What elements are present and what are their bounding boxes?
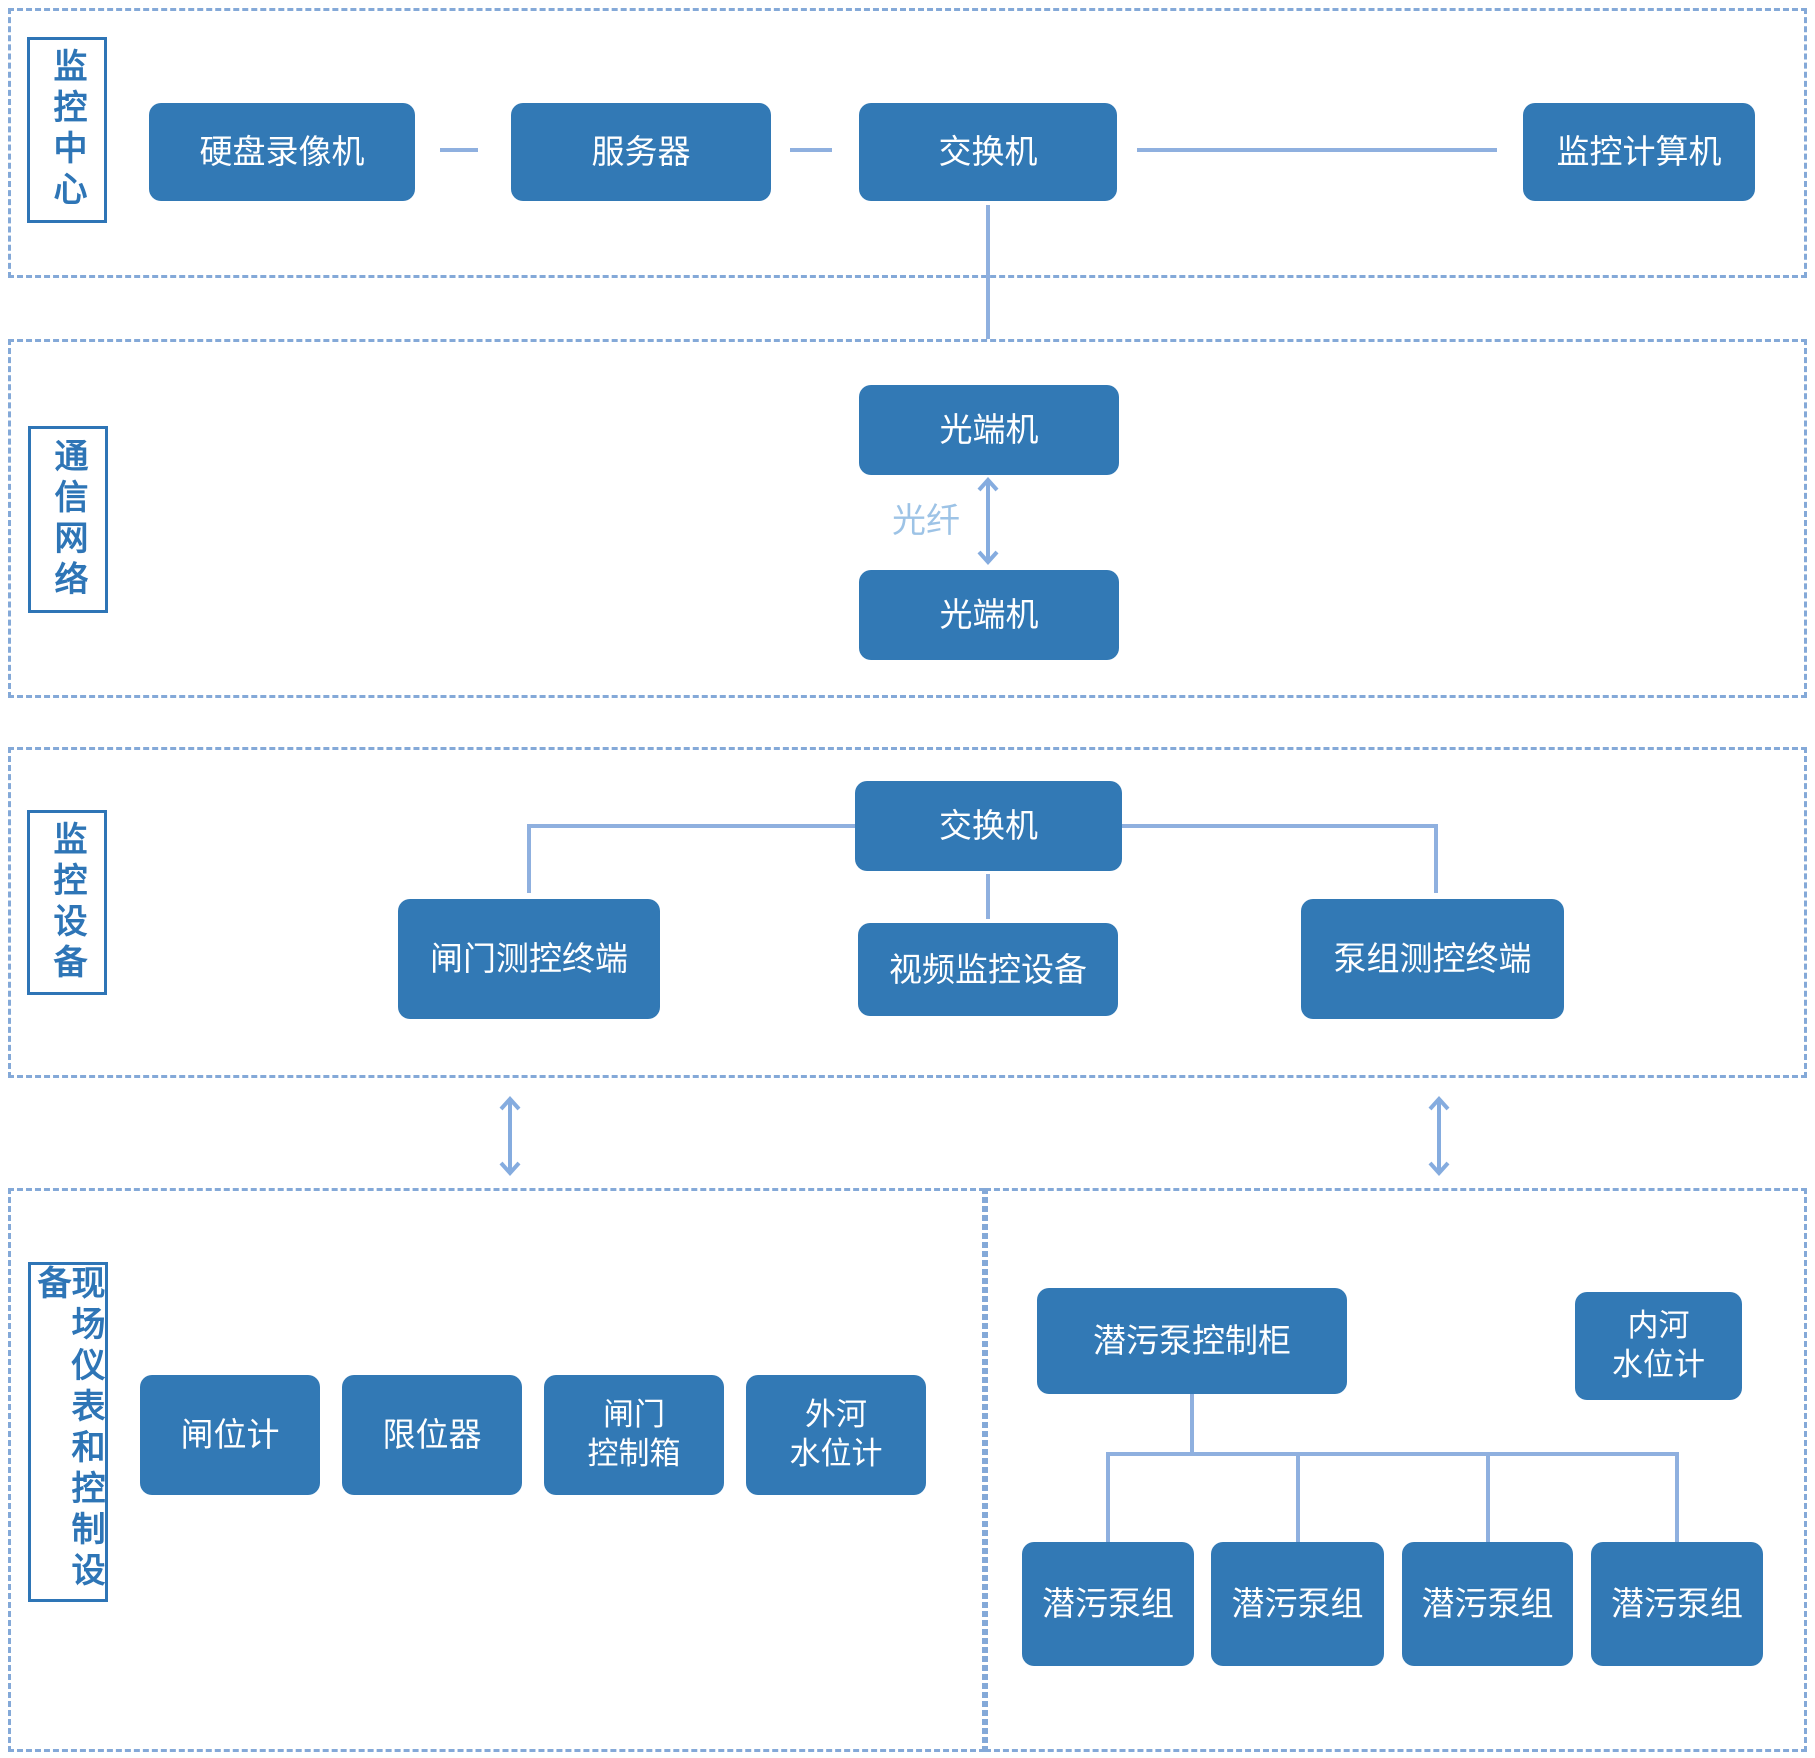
node-outer-river-gauge: 外河 水位计 [746, 1375, 926, 1495]
connector-switch-down [986, 205, 990, 339]
node-pump-cabinet: 潜污泵控制柜 [1037, 1288, 1347, 1394]
node-pump-group-4: 潜污泵组 [1591, 1542, 1763, 1666]
section-label-text: 通信网络 [49, 437, 87, 602]
section-field-devices-left [8, 1188, 985, 1752]
connector-switch-computer [1137, 148, 1497, 152]
node-inner-river-gauge: 内河 水位计 [1575, 1292, 1742, 1400]
node-pump-group-2: 潜污泵组 [1211, 1542, 1384, 1666]
section-field-devices-right [985, 1188, 1807, 1752]
double-arrow-icon [1428, 1096, 1450, 1176]
connector-pump-stub-4 [1675, 1452, 1679, 1542]
section-label-field-devices: 现场仪表和控制设备 [28, 1262, 108, 1602]
node-pump-group-3: 潜污泵组 [1402, 1542, 1573, 1666]
section-label-text: 监控中心 [48, 48, 86, 212]
node-server: 服务器 [511, 103, 771, 201]
section-label-text: 监控设备 [48, 820, 86, 985]
node-limiter: 限位器 [342, 1375, 522, 1495]
section-monitoring-equipment [8, 747, 1807, 1078]
node-monitor-computer: 监控计算机 [1523, 103, 1755, 201]
connector-switch-gate-h [529, 824, 855, 828]
connector-server-switch [790, 148, 832, 152]
section-monitoring-center [8, 8, 1807, 278]
connector-pump-stub-2 [1296, 1452, 1300, 1542]
double-arrow-icon [499, 1096, 521, 1176]
node-pump-group-1: 潜污泵组 [1022, 1542, 1194, 1666]
node-dvr: 硬盘录像机 [149, 103, 415, 201]
node-optical-terminal-upper: 光端机 [859, 385, 1119, 475]
node-optical-terminal-lower: 光端机 [859, 570, 1119, 660]
connector-cabinet-down [1190, 1394, 1194, 1455]
section-label-text: 现场仪表和控制设备 [32, 1265, 104, 1593]
node-gate-gauge: 闸位计 [140, 1375, 320, 1495]
node-gate-terminal: 闸门测控终端 [398, 899, 660, 1019]
connector-dvr-server [440, 148, 478, 152]
section-communication-network [8, 339, 1807, 698]
node-gate-control-box: 闸门 控制箱 [544, 1375, 724, 1495]
node-center-switch: 交换机 [859, 103, 1117, 201]
connector-switch-video-v [986, 874, 990, 919]
connector-pump-bus [1107, 1452, 1679, 1456]
double-arrow-icon [977, 477, 999, 565]
connector-pump-stub-3 [1486, 1452, 1490, 1542]
section-label-communication-network: 通信网络 [28, 426, 108, 613]
node-video-equipment: 视频监控设备 [858, 923, 1118, 1016]
connector-switch-pump-h [1122, 824, 1436, 828]
node-pump-terminal: 泵组测控终端 [1301, 899, 1564, 1019]
section-label-monitoring-equipment: 监控设备 [27, 810, 107, 995]
connector-pump-stub-1 [1106, 1452, 1110, 1542]
connector-switch-gate-v [527, 824, 531, 893]
node-field-switch: 交换机 [855, 781, 1122, 871]
fiber-label: 光纤 [892, 502, 960, 540]
section-label-monitoring-center: 监控中心 [27, 37, 107, 223]
connector-switch-pump-v [1434, 824, 1438, 893]
